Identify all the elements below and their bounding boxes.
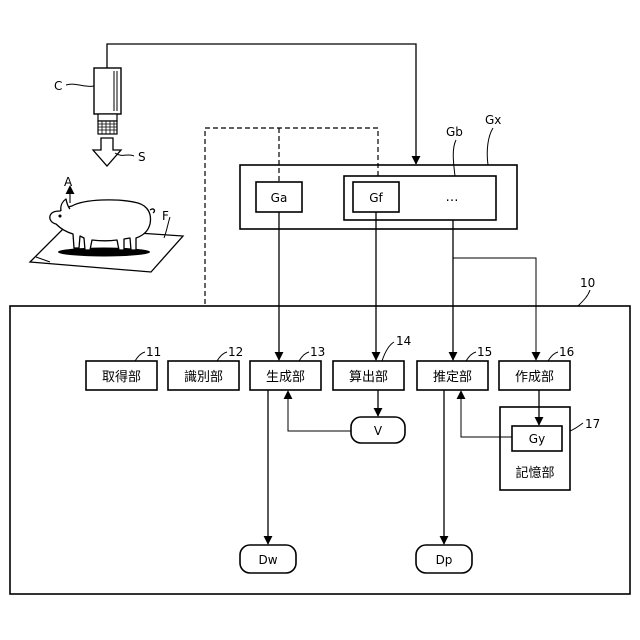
direction-label: A	[64, 175, 73, 189]
unit-calculate-number: 14	[396, 334, 411, 348]
unit-acquire-number: 11	[146, 345, 161, 359]
storage-unit-number: 17	[585, 417, 600, 431]
camera-to-gx-arrow	[107, 44, 416, 164]
image-gf-label: Gf	[369, 191, 383, 205]
unit-generate-label: 生成部	[266, 370, 305, 385]
unit-calculate-label: 算出部	[349, 370, 388, 385]
camera-icon	[94, 68, 121, 134]
unit-estimate-label: 推定部	[433, 370, 472, 385]
pose-output-label: Dp	[436, 553, 453, 567]
unit-acquire-label: 取得部	[102, 369, 141, 385]
gx-leader	[487, 128, 493, 165]
shooting-arrow-icon	[93, 138, 121, 166]
floor-label: F	[162, 209, 169, 223]
unit-estimate-number: 15	[477, 345, 492, 359]
unit-create-number: 16	[559, 345, 574, 359]
unit-create-label: 作成部	[515, 370, 554, 385]
unit-generate-number: 13	[310, 345, 325, 359]
storage-unit-label: 記憶部	[515, 465, 554, 481]
gy-label: Gy	[529, 432, 545, 446]
weight-output-label: Dw	[258, 553, 277, 567]
shooting-label: S	[138, 150, 146, 164]
ellipsis-label: …	[446, 190, 459, 205]
gb-label: Gb	[446, 125, 463, 139]
unit-identify-number: 12	[228, 345, 243, 359]
device-leader	[578, 290, 590, 306]
device-label: 10	[580, 276, 595, 290]
unit-identify-label: 識別部	[184, 370, 223, 385]
camera-label: C	[54, 79, 62, 93]
image-ga-label: Ga	[271, 191, 288, 205]
camera-leader	[66, 84, 94, 86]
volume-label: V	[374, 424, 383, 438]
gx-label: Gx	[485, 113, 501, 127]
